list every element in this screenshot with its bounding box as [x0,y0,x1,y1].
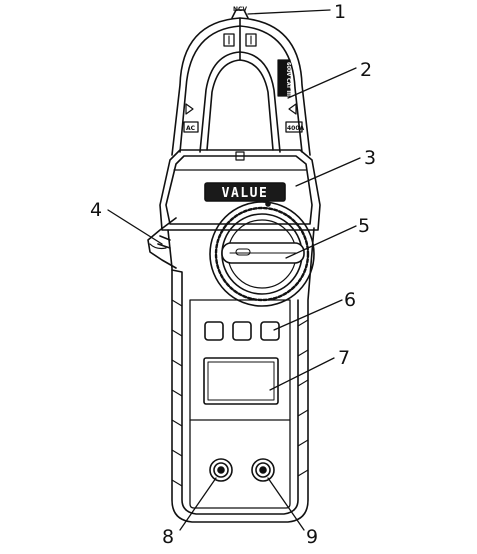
callout-3: 3 [364,147,376,169]
callout-7: 7 [338,347,350,369]
callout-9: 9 [306,526,318,548]
jaw-left-block-label: AC [186,125,196,132]
function-buttons [204,321,280,341]
callout-2: 2 [360,59,372,81]
callout-5: 5 [358,215,370,237]
jaw-side-label: 600V CAT III [285,62,291,96]
callout-1: 1 [334,1,346,23]
meter-head [159,149,321,231]
jaw-right-block-label: 400A [287,125,305,132]
lcd-display [203,357,279,405]
meter-body [167,227,315,523]
jaw-top-label: NCV [233,6,247,13]
clamp-jaw [171,9,311,156]
callout-4: 4 [90,199,102,221]
callout-8: 8 [162,526,174,548]
input-jacks [209,458,275,482]
brand-logo: VALUE [222,186,269,201]
callout-6: 6 [344,289,356,311]
rotary-dial [209,201,315,307]
callout-leaders [107,9,361,531]
